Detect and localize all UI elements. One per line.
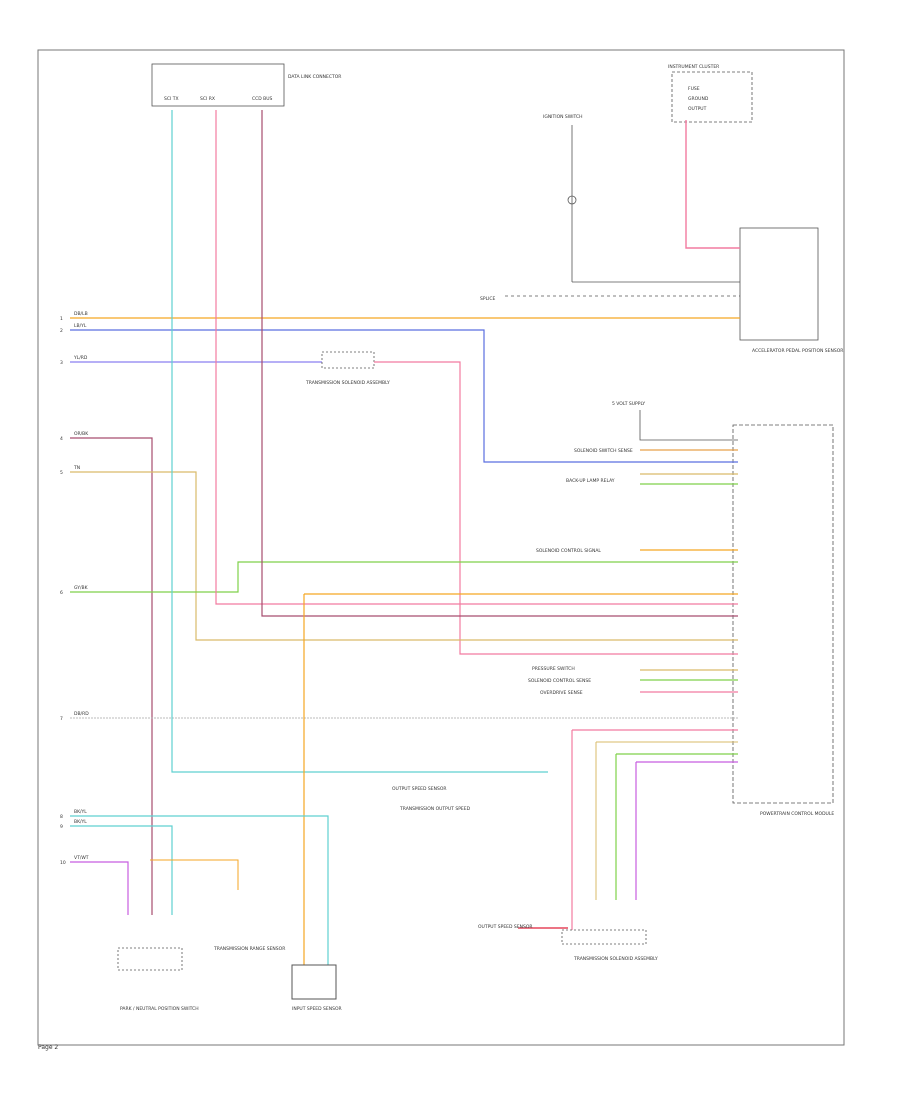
left-pin-7: 7	[60, 716, 63, 722]
pcm-5v-label: 5 VOLT SUPPLY	[612, 401, 645, 407]
cluster-pin-3: OUTPUT	[688, 106, 707, 112]
data-link-connector-label: DATA LINK CONNECTOR	[288, 74, 341, 80]
left-wire-6: GY/BK	[74, 585, 89, 591]
splice-label: SPLICE	[480, 296, 496, 302]
left-pin-2: 2	[60, 328, 63, 334]
left-wire-7: DB/RD	[74, 711, 89, 717]
ignition-switch-label: IGNITION SWITCH	[543, 114, 583, 120]
left-pin-1: 1	[60, 316, 63, 322]
pcm-box	[732, 424, 834, 804]
left-wire-10: VT/WT	[74, 855, 89, 861]
transmission-solenoid-switch	[321, 351, 375, 369]
left-wire-5: TN	[73, 465, 80, 471]
pcm-lower-label-2: SOLENOID CONTROL SENSE	[528, 678, 591, 684]
left-pin-8: 8	[60, 814, 63, 820]
input-speed-sensor	[291, 964, 337, 1000]
left-wire-1: DB/LB	[74, 311, 88, 317]
pedal-sensor-box	[739, 227, 819, 341]
pcm-label: POWERTRAIN CONTROL MODULE	[760, 811, 834, 817]
range-sensor-label: TRANSMISSION RANGE SENSOR	[213, 946, 285, 952]
solenoid-switch-label: TRANSMISSION SOLENOID ASSEMBLY	[305, 380, 390, 386]
pcm-output-label: OUTPUT SPEED SENSOR	[392, 786, 447, 792]
diagram-frame	[37, 49, 845, 1046]
left-pin-9: 9	[60, 824, 63, 830]
pcm-mid-label-2: BACK-UP LAMP RELAY	[566, 478, 615, 484]
page-corner-label: Page 2	[38, 1044, 59, 1051]
left-pin-3: 3	[60, 360, 63, 366]
pnp-switch-connector	[117, 947, 183, 971]
pedal-sensor-label: ACCELERATOR PEDAL POSITION SENSOR	[752, 348, 843, 354]
input-speed-label: INPUT SPEED SENSOR	[292, 1006, 342, 1012]
pcm-lower-label-3: OVERDRIVE SENSE	[540, 690, 583, 696]
pcm-mid2-label: SOLENOID CONTROL SIGNAL	[536, 548, 601, 554]
top-pin-label-3: CCD BUS	[252, 96, 273, 102]
left-pin-4: 4	[60, 436, 63, 442]
top-pin-label-2: SCI RX	[200, 96, 215, 102]
left-wire-4: OR/BK	[74, 431, 89, 437]
output-speed-label: OUTPUT SPEED SENSOR	[478, 924, 533, 930]
left-wire-9: BK/YL	[74, 819, 87, 825]
pcm-mid-label-1: SOLENOID SWITCH SENSE	[574, 448, 633, 454]
left-pin-6: 6	[60, 590, 63, 596]
left-wire-2: LB/YL	[74, 323, 87, 329]
solenoid-assembly-connector	[561, 929, 647, 945]
left-pin-5: 5	[60, 470, 63, 476]
left-wire-8: BK/YL	[74, 809, 87, 815]
solenoid-assembly-label: TRANSMISSION SOLENOID ASSEMBLY	[573, 956, 658, 962]
cluster-pin-2: GROUND	[688, 96, 709, 102]
top-pin-label-1: SCI TX	[164, 96, 179, 102]
bottom-note: TRANSMISSION OUTPUT SPEED	[399, 806, 471, 812]
left-wire-3: YL/RD	[73, 355, 88, 361]
instrument-cluster-box	[671, 71, 753, 123]
pcm-lower-label-1: PRESSURE SWITCH	[532, 666, 575, 672]
left-pin-10: 10	[60, 860, 66, 866]
cluster-pin-1: FUSE	[688, 86, 700, 92]
data-link-connector	[151, 63, 285, 107]
instrument-cluster-label: INSTRUMENT CLUSTER	[668, 64, 719, 70]
pnp-switch-label: PARK / NEUTRAL POSITION SWITCH	[120, 1006, 199, 1012]
